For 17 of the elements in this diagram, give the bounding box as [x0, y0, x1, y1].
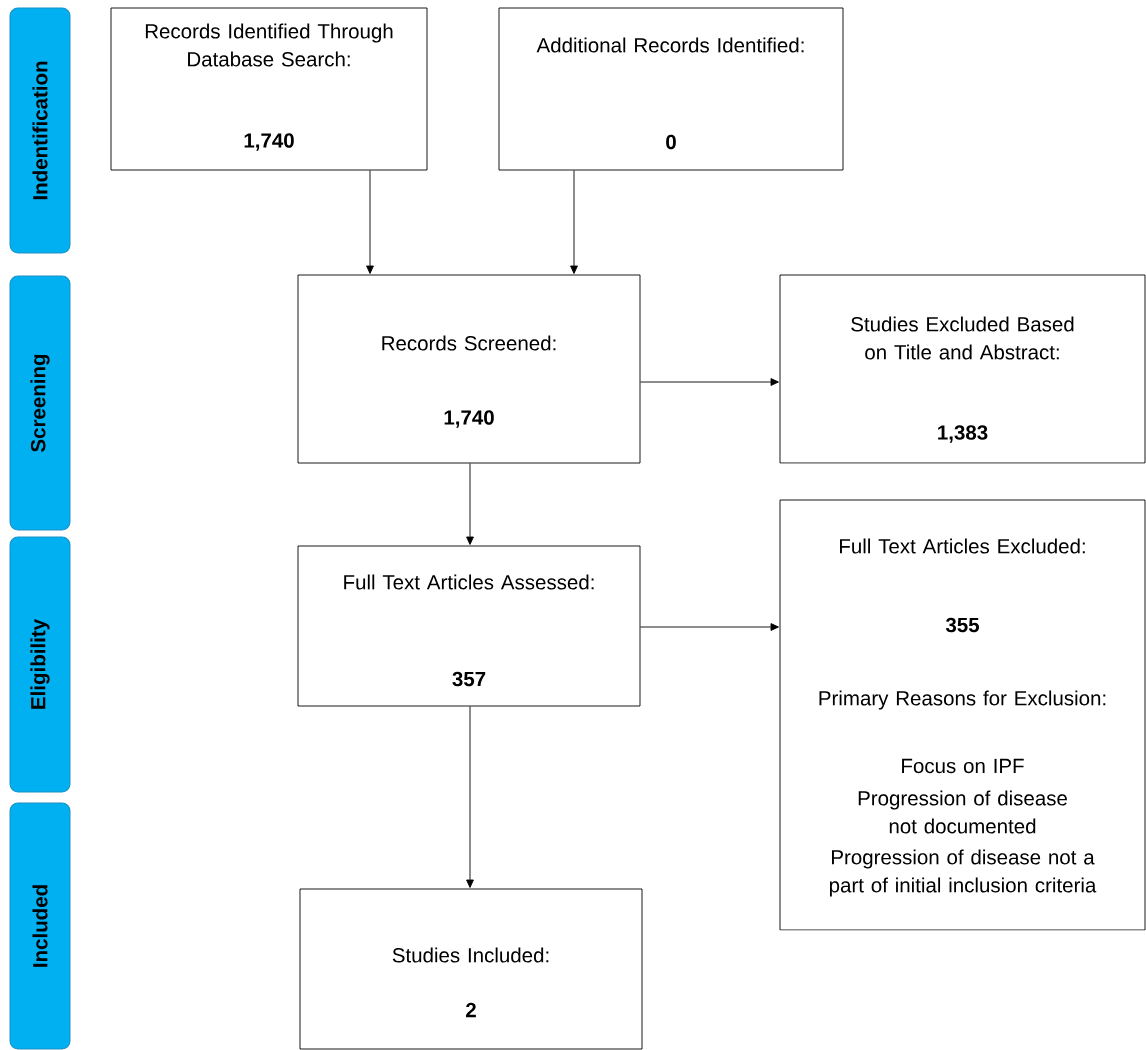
arrow — [640, 623, 779, 631]
process-box: Additional Records Identified: 0 — [498, 7, 844, 171]
stage-band: Eligibility — [9, 536, 71, 793]
process-box: Studies Excluded Based on Title and Abstract: 1,383 — [779, 274, 1146, 464]
process-box: Records Identified Through Database Search: 1,740 — [110, 7, 428, 171]
process-box: Studies Included: 2 — [299, 888, 643, 1050]
arrow — [366, 170, 374, 274]
stage-band: Included — [9, 802, 71, 1050]
process-box: Full Text Articles Assessed: 357 — [297, 545, 641, 707]
arrow — [570, 170, 578, 274]
stage-band: Screening — [9, 275, 71, 531]
arrow — [640, 378, 779, 386]
arrow — [466, 706, 474, 888]
process-box: Full Text Articles Excluded: 355 Primary Reasons for Exclusion: Focus on IPF Progression of disease not documented Progression of disease not a part of initial inclusion criteria — [779, 499, 1146, 931]
stage-band: Indentification — [9, 7, 71, 254]
process-box: Records Screened: 1,740 — [297, 274, 641, 464]
arrow — [466, 463, 474, 545]
